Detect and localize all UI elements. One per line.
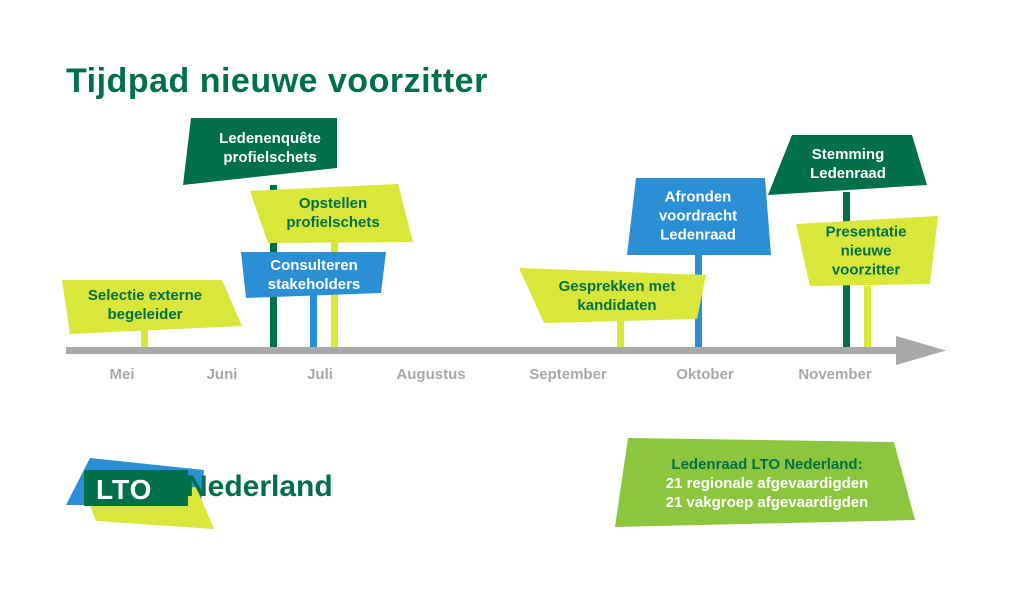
- flag-line: begeleider: [107, 306, 183, 323]
- month-label: November: [798, 366, 872, 383]
- pole-selectie: [141, 325, 148, 348]
- info-line: Ledenraad LTO Nederland:: [671, 456, 863, 473]
- logo-lto: LTO: [96, 474, 153, 505]
- timeline-arrow-head: [896, 336, 946, 365]
- timeline-axis: [66, 347, 904, 354]
- page-title: Tijdpad nieuwe voorzitter: [66, 62, 488, 100]
- flag-line: kandidaten: [577, 297, 657, 314]
- flag-line: Opstellen: [298, 195, 368, 212]
- logo-lto-box: [84, 470, 188, 506]
- flag-consulteren-text: Consulteren stakeholders: [268, 256, 361, 294]
- flag-line: voordracht: [658, 207, 738, 225]
- flag-line: stakeholders: [267, 276, 361, 293]
- flag-consulteren-shape: [241, 252, 386, 298]
- flag-selectie-shape: [62, 280, 242, 334]
- flag-afronden-shape: [627, 178, 771, 255]
- pole-presentatie: [864, 286, 871, 348]
- month-label: Augustus: [396, 366, 466, 383]
- flag-gesprekken-shape: [519, 268, 706, 323]
- flag-presentatie-text: Presentatie nieuwe voorzitter: [826, 223, 907, 280]
- flag-line: Consulteren: [270, 257, 358, 274]
- logo-name: Nederland: [186, 470, 333, 503]
- flag-line: voorzitter: [831, 261, 901, 279]
- flag-line: Ledenenquête: [219, 130, 321, 147]
- flag-line: Ledenraad: [660, 226, 736, 244]
- month-label: September: [529, 366, 607, 383]
- flag-line: Presentatie: [825, 223, 907, 241]
- flag-line: Selectie externe: [87, 287, 203, 304]
- pole-consulteren: [310, 292, 317, 348]
- flag-gesprekken-text: Gesprekken met kandidaten: [559, 277, 676, 315]
- flag-stemming-text: Stemming Ledenraad: [810, 145, 886, 183]
- month-label: Mei: [109, 366, 135, 383]
- flag-line: profielschets: [223, 149, 317, 166]
- flag-selectie-text: Selectie externe begeleider: [88, 286, 202, 324]
- flag-line: Afronden: [664, 188, 732, 206]
- info-line: 21 regionale afgevaardigden: [665, 475, 869, 492]
- flag-stemming-shape: [768, 135, 927, 195]
- month-label: Juli: [307, 366, 333, 383]
- flag-afronden-text: Afronden voordracht Ledenraad: [659, 188, 737, 245]
- flag-opstellen-text: Opstellen profielschets: [286, 194, 379, 232]
- flag-opstellen-shape: [250, 184, 413, 243]
- month-label: Juni: [206, 366, 238, 383]
- flag-presentatie-shape: [796, 216, 938, 286]
- info-box-shape: [615, 438, 915, 527]
- pole-gesprekken: [617, 318, 624, 348]
- month-label: Oktober: [676, 366, 734, 383]
- flag-ledenenquete-shape: [183, 118, 337, 185]
- flag-line: profielschets: [286, 214, 380, 231]
- info-line: 21 vakgroep afgevaardigden: [665, 494, 869, 511]
- flag-line: Stemming: [811, 146, 885, 163]
- flag-line: Gesprekken met: [558, 278, 676, 295]
- flag-ledenenquete-text: Ledenenquête profielschets: [219, 129, 321, 167]
- flag-line: Ledenraad: [810, 165, 886, 182]
- flag-line: nieuwe: [840, 242, 892, 260]
